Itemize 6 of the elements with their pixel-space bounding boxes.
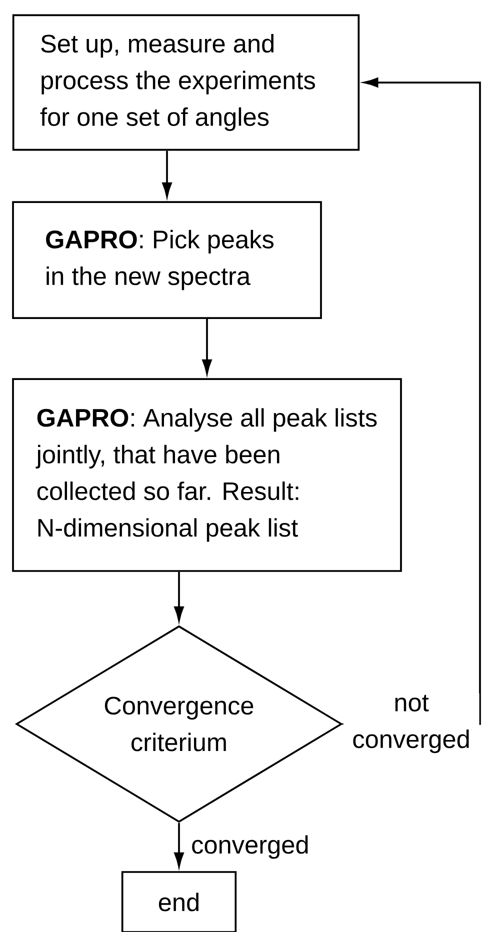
edge-label: not converged: [343, 694, 480, 754]
terminal-box: end: [121, 871, 237, 932]
process-box: Set up, measure and process the experiments for one set of angles: [12, 14, 360, 151]
edge-label: converged: [192, 835, 308, 859]
process-box: GAPRO: Analyse all peak lists jointly, that have been collected so far. Result: N-dimensional peak list: [12, 378, 402, 572]
process-box: GAPRO: Pick peaks in the new spectra: [12, 201, 322, 319]
